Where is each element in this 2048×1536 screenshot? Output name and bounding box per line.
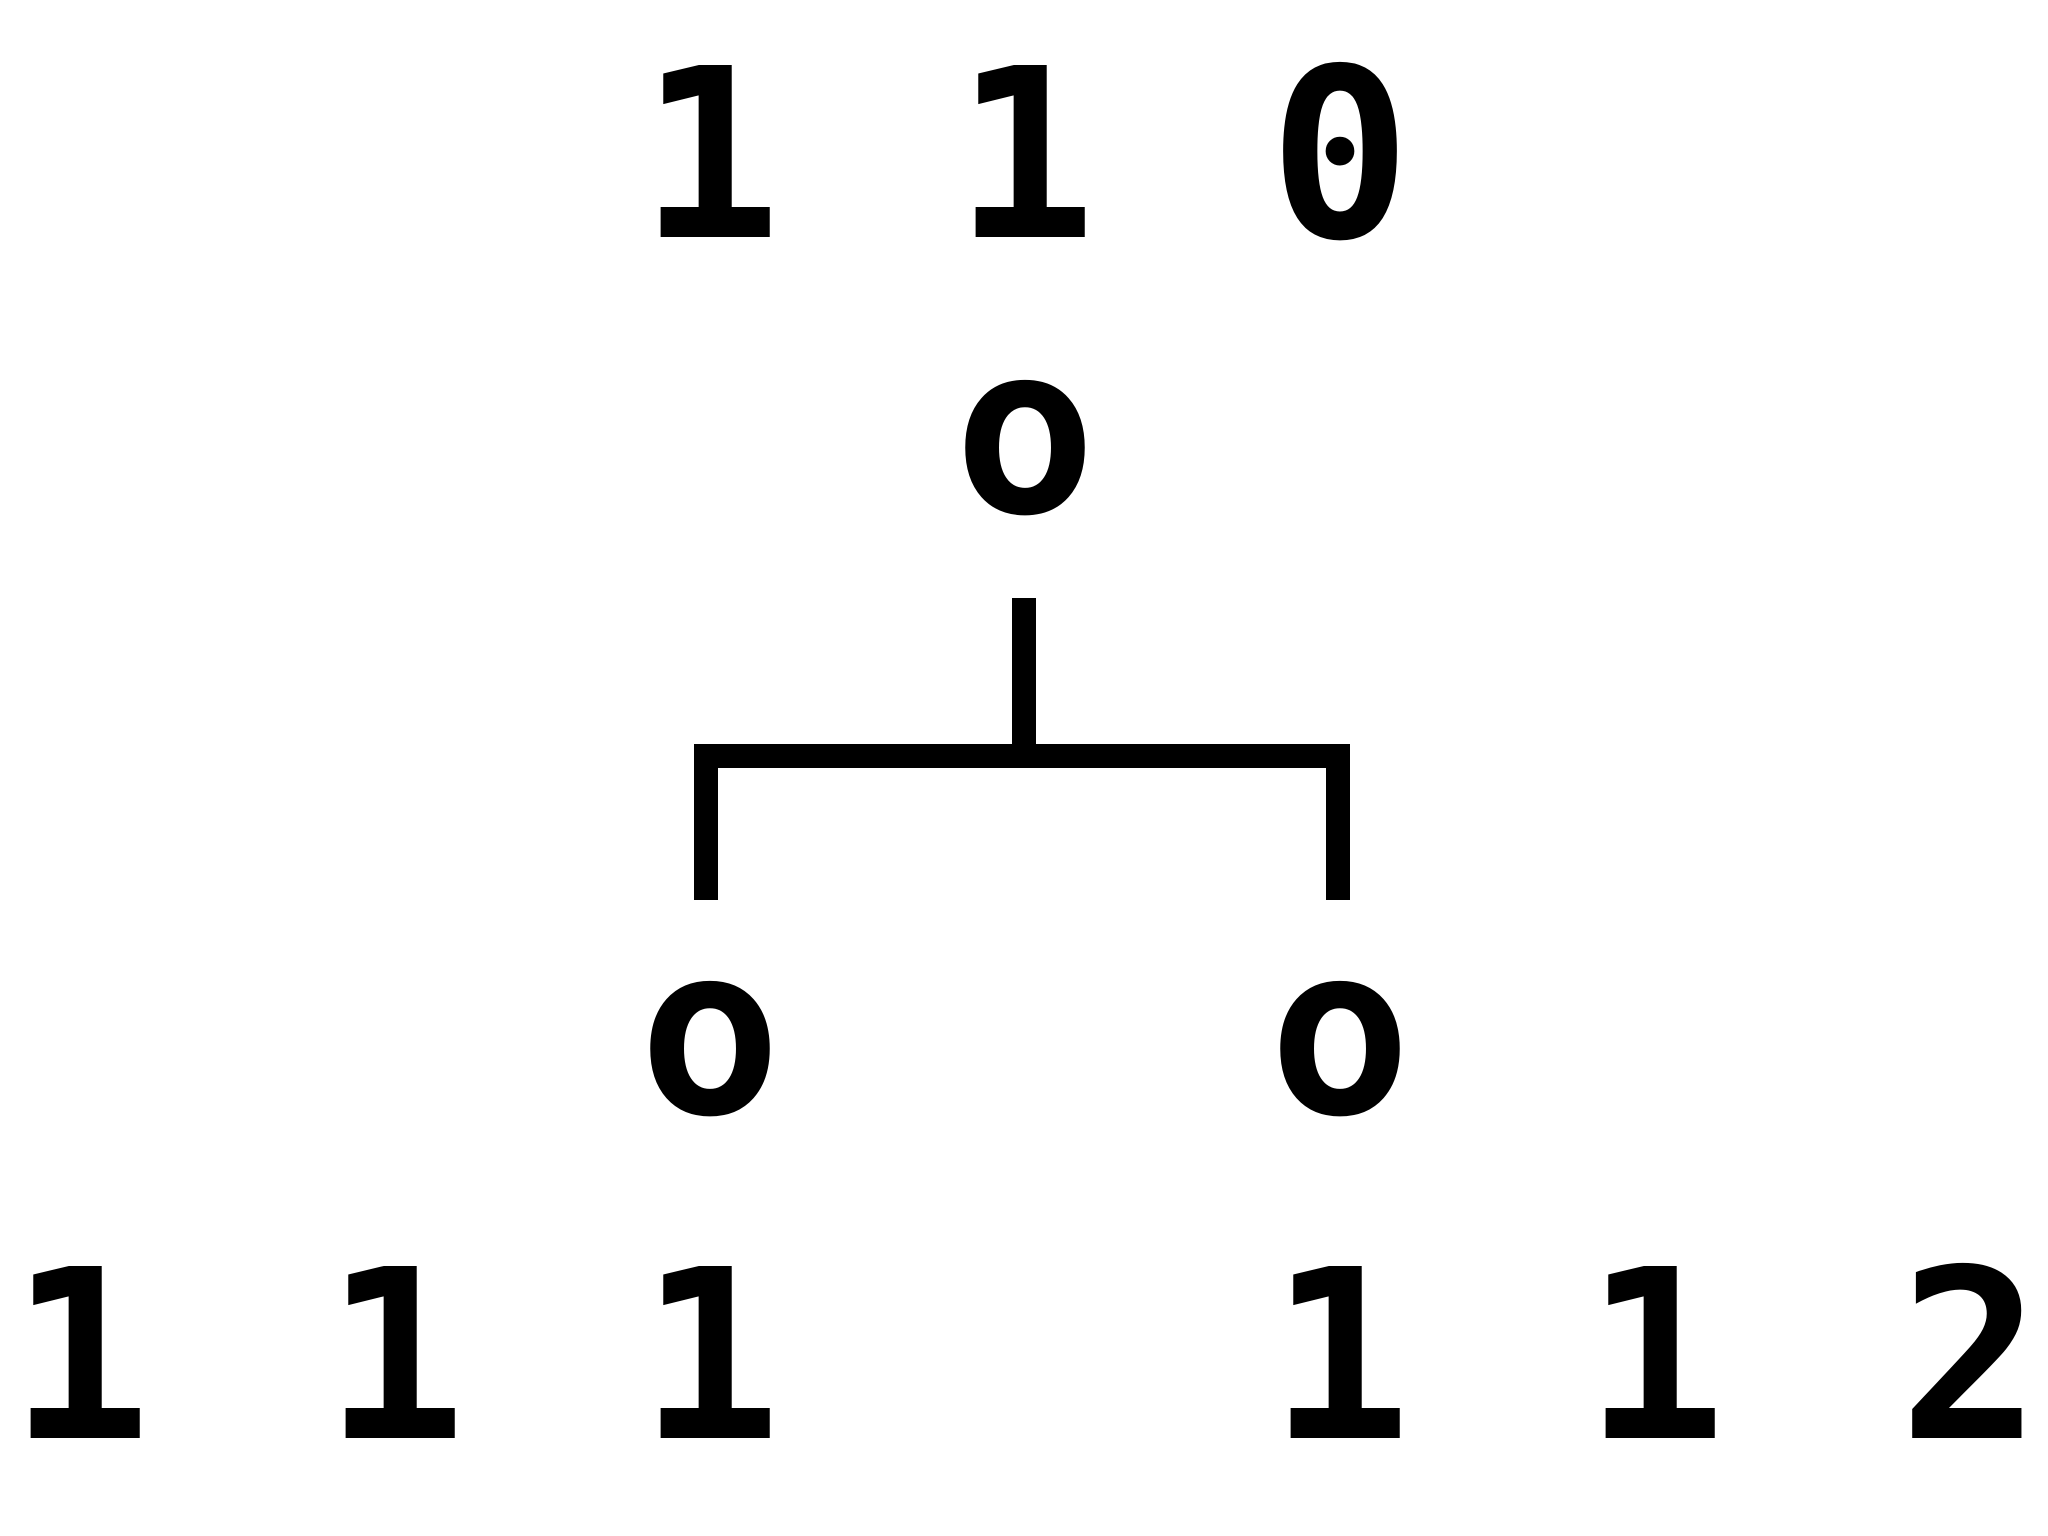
bottom-digit-3: 1	[639, 1219, 781, 1494]
bottom-digit-4: 1	[1269, 1219, 1411, 1494]
child-operator-row: o o	[639, 894, 1411, 1169]
top-digit-3: 0	[1269, 18, 1411, 293]
top-digit-2: 1	[954, 18, 1096, 293]
child-operator-right: o	[1269, 894, 1411, 1169]
top-operand-row: 1 1 0	[639, 18, 1411, 293]
bottom-digit-1: 1	[9, 1219, 151, 1494]
root-operator: o	[954, 293, 1096, 568]
bottom-digit-2: 1	[324, 1219, 466, 1494]
bottom-digit-6: 2	[1899, 1219, 2041, 1494]
child-operator-left: o	[639, 894, 781, 1169]
top-digit-1: 1	[639, 18, 781, 293]
tree-connector	[694, 598, 1350, 900]
bottom-digit-5: 1	[1584, 1219, 1726, 1494]
connector-bracket	[694, 744, 1350, 900]
bottom-operand-row: 1 1 1 1 1 2	[9, 1219, 2041, 1494]
